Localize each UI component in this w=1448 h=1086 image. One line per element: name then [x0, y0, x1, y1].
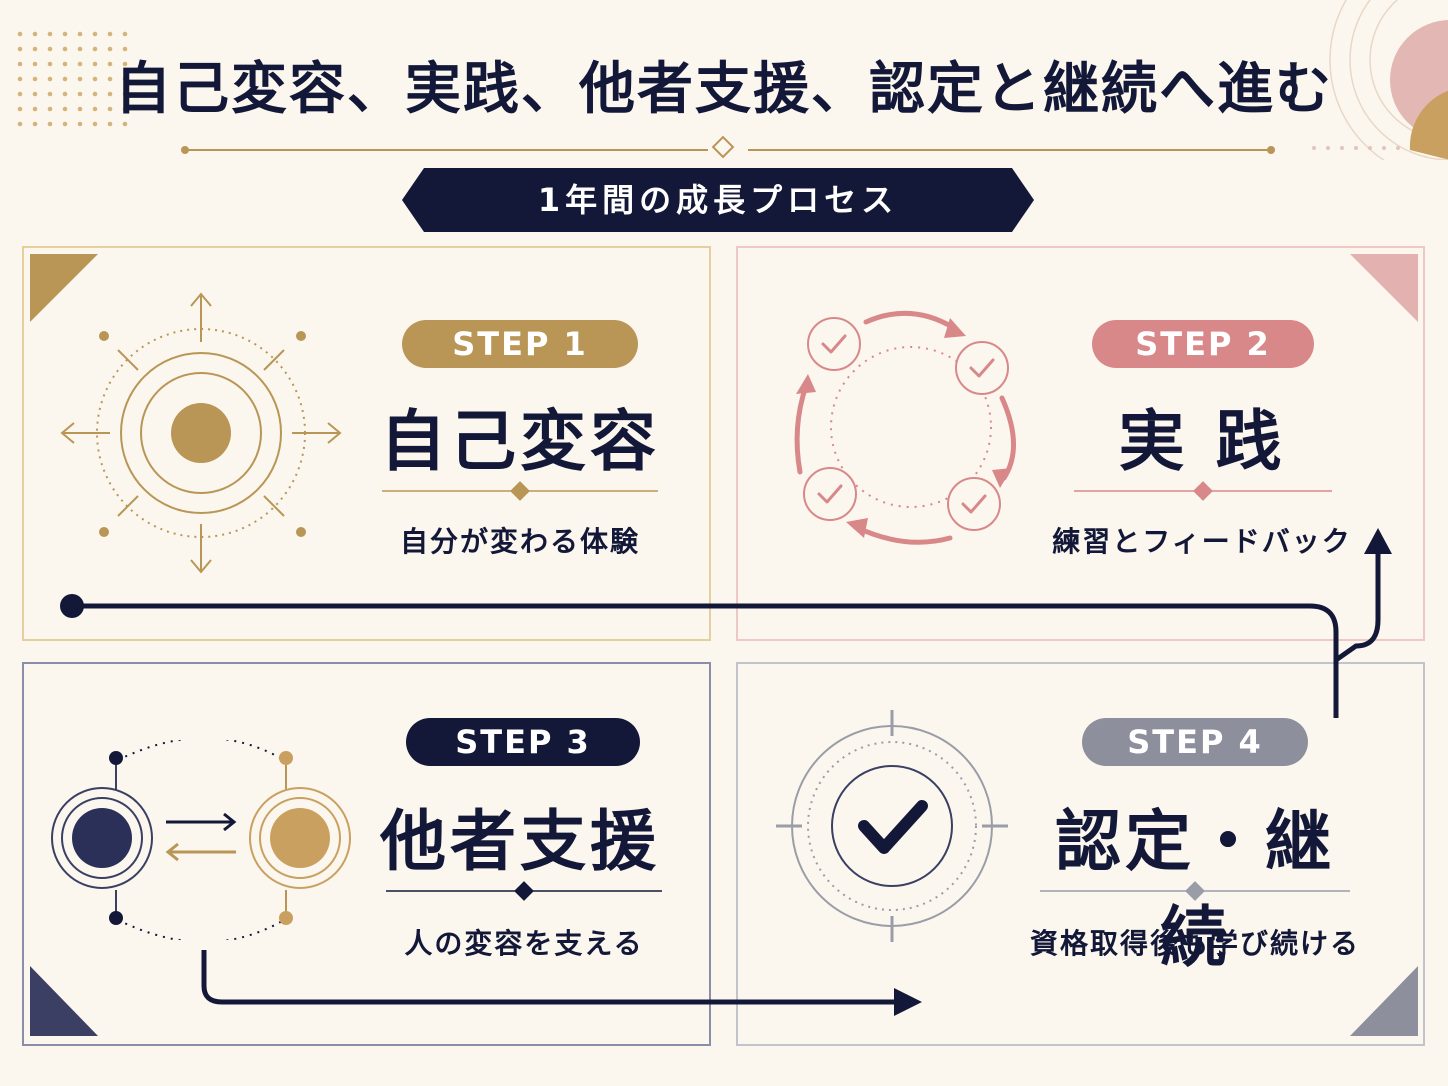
step-3-badge: STEP 3 [406, 718, 640, 766]
compass-target-icon [60, 292, 342, 574]
corner-triangle-navy [30, 966, 98, 1036]
step-4-heading: 認定・継続 [1055, 803, 1335, 976]
certified-check-icon [776, 710, 1008, 942]
step-2-heading: 実 践 [1118, 403, 1286, 480]
step-1-description: 自分が変わる体験 [399, 525, 640, 558]
step-3-description: 人の変容を支える [404, 927, 644, 960]
step-3-heading: 他者支援 [380, 803, 660, 880]
step-1-heading: 自己変容 [380, 403, 660, 480]
subtitle-text: 1年間の成長プロセス [537, 181, 899, 219]
step-2-panel [736, 246, 1425, 641]
page-title: 自己変容、実践、他者支援、認定と継続へ進む [115, 57, 1333, 122]
step-1-divider [382, 481, 658, 501]
corner-triangle-pink [1350, 254, 1418, 322]
subtitle-banner: 1年間の成長プロセス [402, 168, 1034, 232]
step-1-badge: STEP 1 [402, 320, 638, 368]
dot-grid-decoration [17, 31, 128, 127]
step-4-description: 資格取得後も学び続ける [1030, 927, 1361, 960]
title-divider [181, 136, 1275, 159]
step-4-badge: STEP 4 [1082, 718, 1308, 766]
corner-triangle-gray [1350, 966, 1418, 1036]
corner-circle-decoration [1312, 0, 1448, 160]
step-1-panel [22, 246, 711, 641]
exchange-support-icon [51, 740, 351, 940]
step-2-description: 練習とフィードバック [1052, 525, 1352, 558]
step-2-divider [1074, 481, 1332, 501]
step-3-divider [386, 881, 662, 901]
corner-triangle-gold [30, 254, 98, 322]
practice-cycle-icon [794, 310, 1016, 545]
step-4-divider [1040, 881, 1350, 901]
step-2-badge: STEP 2 [1092, 320, 1314, 368]
